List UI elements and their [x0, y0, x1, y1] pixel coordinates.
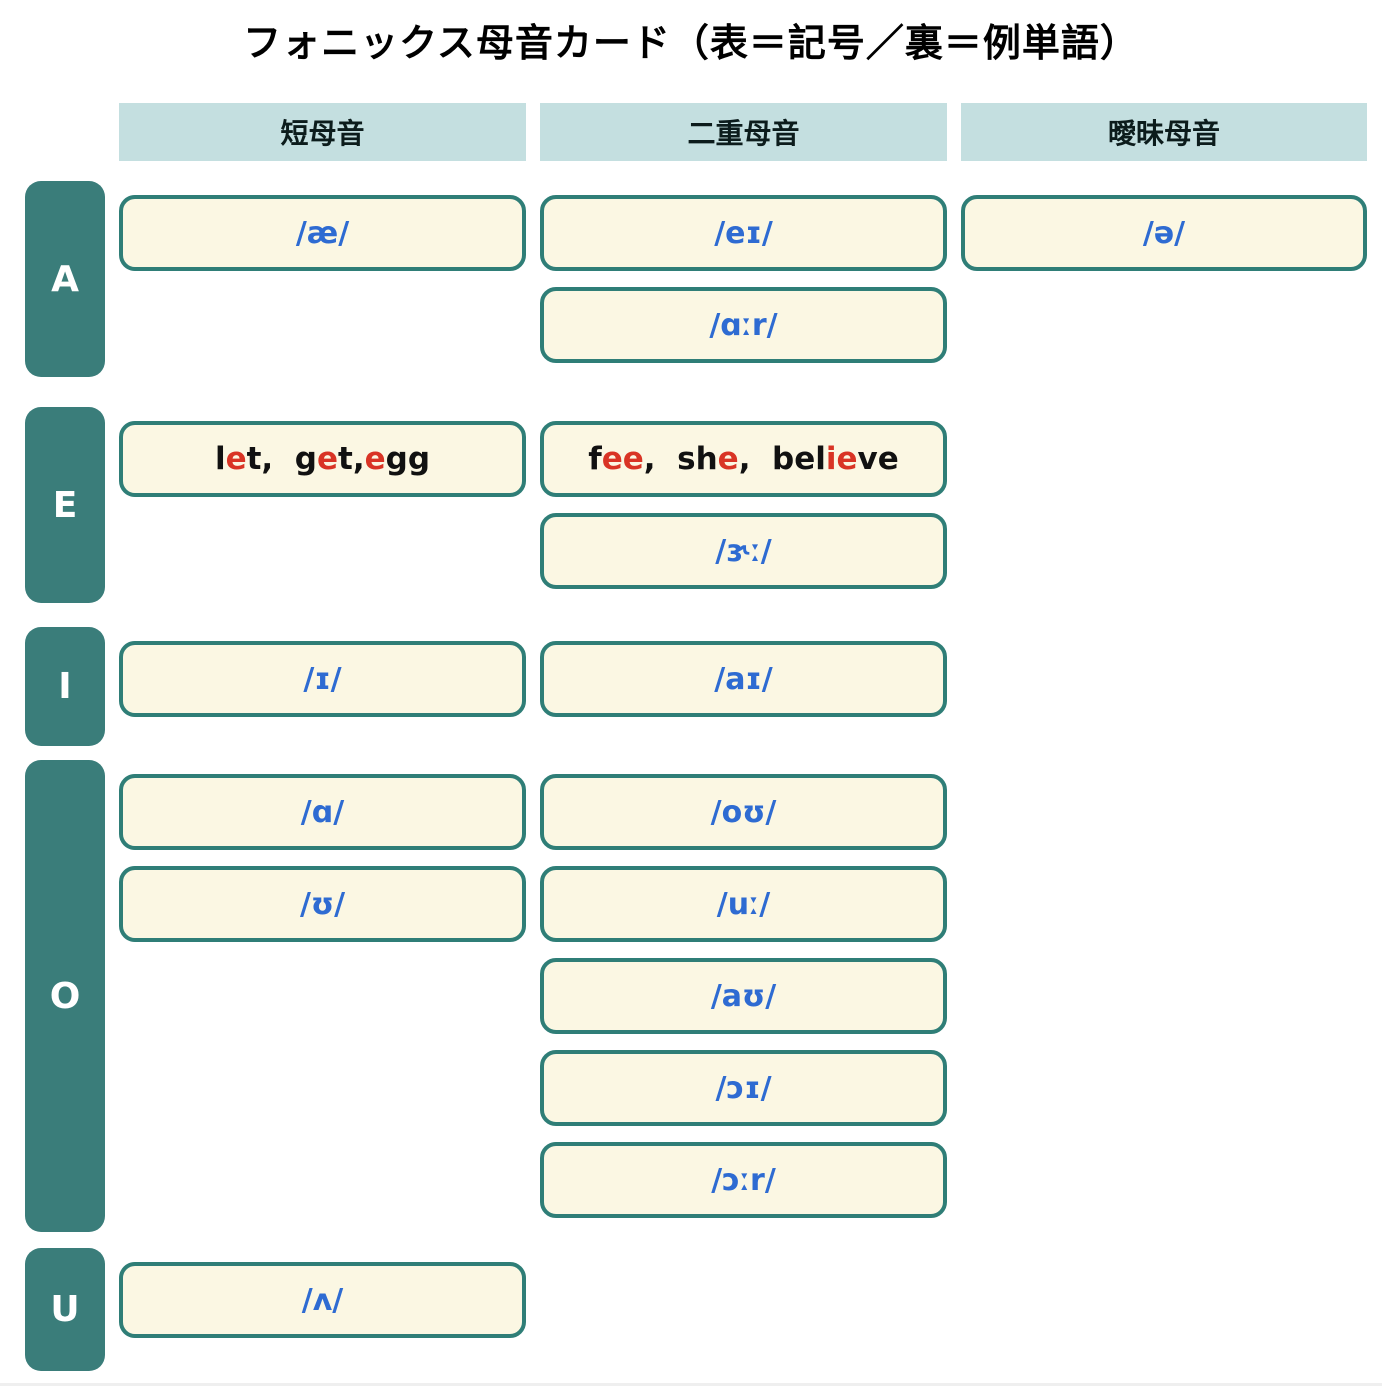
phoneme-card[interactable]: /ə/	[961, 195, 1367, 271]
row-a-column-1-cell: /eɪ/ /ɑːr/	[540, 181, 947, 377]
phoneme-card[interactable]: /eɪ/	[540, 195, 947, 271]
row-u-column-1-cell	[540, 1248, 947, 1371]
row-label-u: U	[25, 1248, 105, 1371]
ipa-symbol: /ʊ/	[299, 886, 346, 922]
word-letter-segment: ve	[857, 441, 899, 477]
phoneme-card[interactable]: /uː/	[540, 866, 947, 942]
phoneme-card[interactable]: /oʊ/	[540, 774, 947, 850]
word-letter-segment: ie	[825, 441, 858, 477]
phoneme-card[interactable]: /ɔːr/	[540, 1142, 947, 1218]
row-o-column-1-cell: /oʊ/ /uː/ /aʊ/ /ɔɪ/ /ɔːr/	[540, 760, 947, 1232]
page-title: フォニックス母音カード（表＝記号／裏＝例単語）	[243, 21, 1139, 65]
row-o-column-2-cell	[961, 760, 1367, 1232]
ipa-symbol: /uː/	[716, 886, 771, 922]
column-header-row: 短母音 二重母音 曖昧母音	[119, 103, 1382, 161]
ipa-symbol: /oʊ/	[710, 794, 777, 830]
example-words: let, get,egg	[215, 441, 430, 477]
ipa-symbol: /aʊ/	[710, 978, 777, 1014]
word-letter-segment: e	[316, 441, 339, 477]
ipa-symbol: /ɝː/	[715, 533, 772, 569]
phoneme-card[interactable]: /ʌ/	[119, 1262, 526, 1338]
row-e-column-1-cell: fee, she, believe/ɝː/	[540, 407, 947, 603]
ipa-symbol: /ʌ/	[301, 1282, 344, 1318]
row-label-o: O	[25, 760, 105, 1232]
vowel-row-i: I/ɪ/ /aɪ/	[25, 627, 1382, 746]
word-letter-segment: e	[364, 441, 386, 477]
word-letter-segment: f	[588, 441, 602, 477]
row-a-column-0-cell: /æ/	[119, 181, 526, 377]
vowel-row-a: A/æ/ /eɪ/ /ɑːr/ /ə/	[25, 181, 1382, 377]
ipa-symbol: /æ/	[295, 215, 350, 251]
vowel-row-o: O/ɑ/ /ʊ/ /oʊ/ /uː/ /aʊ/ /ɔɪ/ /ɔːr/	[25, 760, 1382, 1232]
ipa-symbol: /ə/	[1142, 215, 1186, 251]
row-u-column-2-cell	[961, 1248, 1367, 1371]
phoneme-card[interactable]: /ɔɪ/	[540, 1050, 947, 1126]
phoneme-card[interactable]: /aɪ/	[540, 641, 947, 717]
row-i-column-0-cell: /ɪ/	[119, 627, 526, 746]
ipa-symbol: /aɪ/	[714, 661, 773, 697]
vowel-row-u: U/ʌ/	[25, 1248, 1382, 1371]
phoneme-card[interactable]: /æ/	[119, 195, 526, 271]
column-header-diphthong: 二重母音	[540, 103, 947, 161]
example-words-card[interactable]: let, get,egg	[119, 421, 526, 497]
ipa-symbol: /ɑːr/	[709, 307, 778, 343]
phoneme-card[interactable]: /ɑ/	[119, 774, 526, 850]
example-words: fee, she, believe	[588, 441, 899, 477]
phoneme-card[interactable]: /ɑːr/	[540, 287, 947, 363]
word-letter-segment: t,	[338, 441, 365, 477]
row-a-column-2-cell: /ə/	[961, 181, 1367, 377]
word-letter-segment: , sh	[643, 441, 718, 477]
word-letter-segment: gg	[385, 441, 431, 477]
word-letter-segment: , bel	[738, 441, 826, 477]
phoneme-card[interactable]: /ʊ/	[119, 866, 526, 942]
row-label-e: E	[25, 407, 105, 603]
row-u-column-0-cell: /ʌ/	[119, 1248, 526, 1371]
ipa-symbol: /ɔːr/	[711, 1162, 776, 1198]
column-header-short-vowel: 短母音	[119, 103, 526, 161]
row-label-i: I	[25, 627, 105, 746]
word-letter-segment: t, g	[246, 441, 317, 477]
phoneme-card[interactable]: /ɝː/	[540, 513, 947, 589]
row-i-column-2-cell	[961, 627, 1367, 746]
ipa-symbol: /ɑ/	[300, 794, 345, 830]
row-e-column-2-cell	[961, 407, 1367, 603]
example-words-card[interactable]: fee, she, believe	[540, 421, 947, 497]
row-label-a: A	[25, 181, 105, 377]
ipa-symbol: /ɪ/	[303, 661, 342, 697]
ipa-symbol: /ɔɪ/	[715, 1070, 772, 1106]
word-letter-segment: ee	[601, 441, 644, 477]
row-i-column-1-cell: /aɪ/	[540, 627, 947, 746]
phoneme-card[interactable]: /ɪ/	[119, 641, 526, 717]
ipa-symbol: /eɪ/	[714, 215, 773, 251]
phoneme-card[interactable]: /aʊ/	[540, 958, 947, 1034]
page-bottom-edge	[0, 1383, 1382, 1386]
row-e-column-0-cell: let, get,egg	[119, 407, 526, 603]
row-o-column-0-cell: /ɑ/ /ʊ/	[119, 760, 526, 1232]
word-letter-segment: e	[225, 441, 247, 477]
column-header-schwa-vowel: 曖昧母音	[961, 103, 1367, 161]
word-letter-segment: e	[717, 441, 739, 477]
word-letter-segment: l	[214, 441, 226, 477]
